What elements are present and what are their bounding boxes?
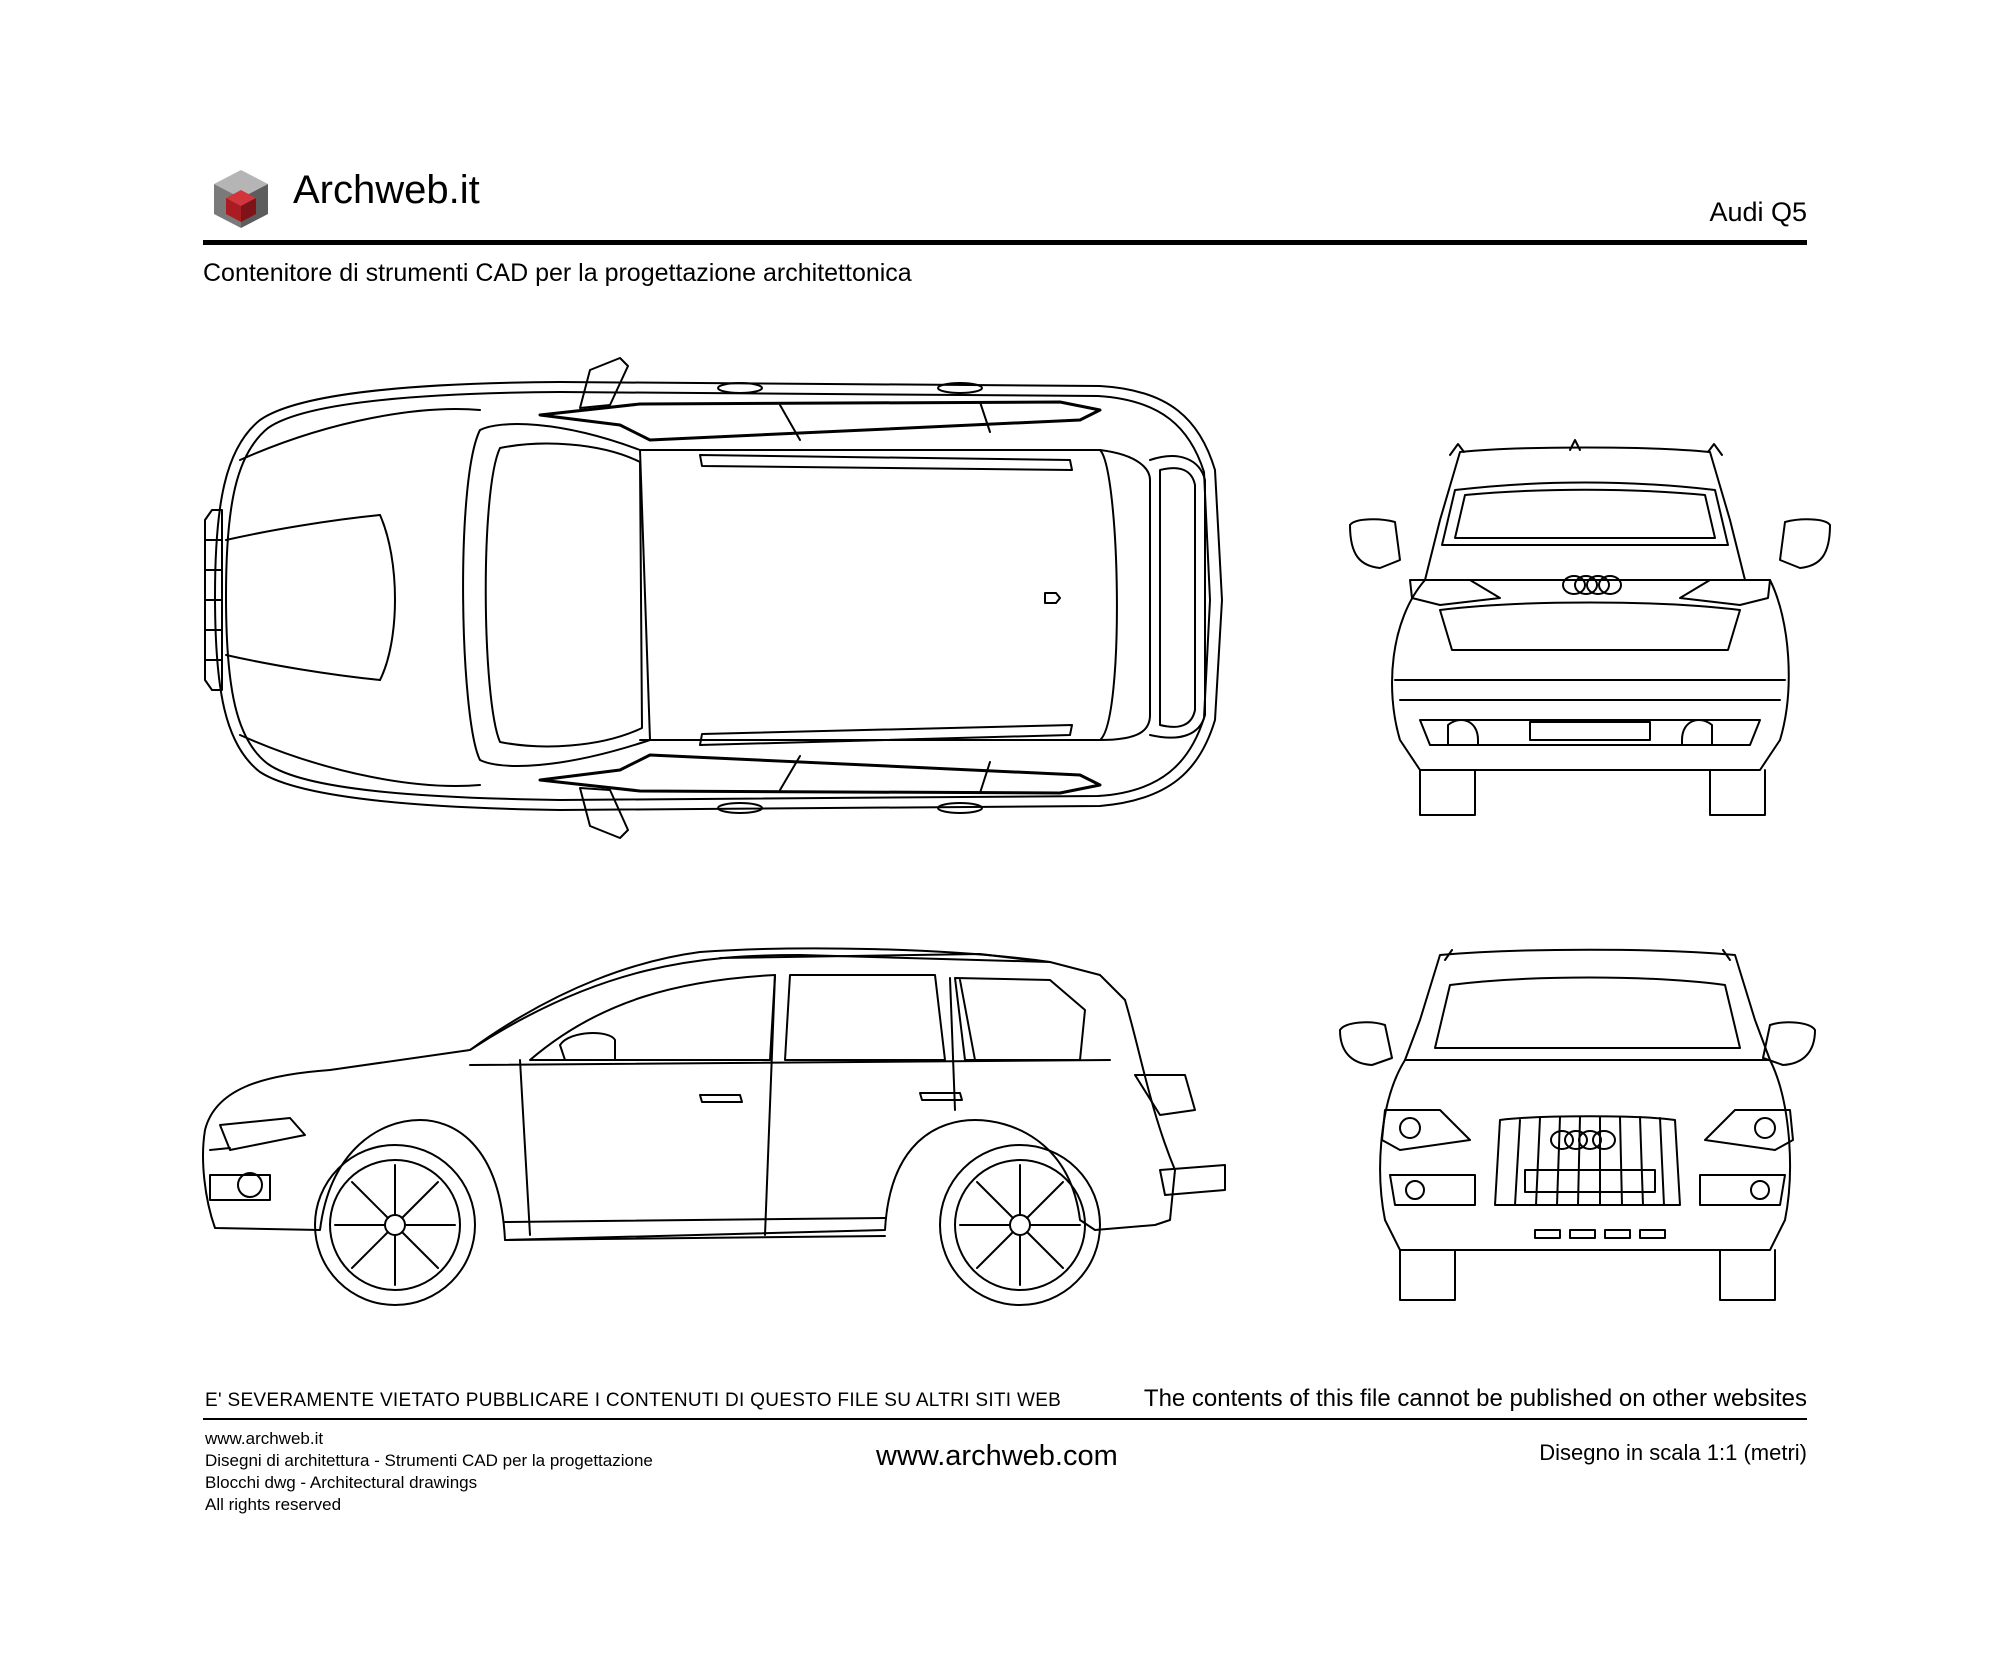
top-view <box>205 358 1222 838</box>
footer-credit-line: All rights reserved <box>205 1495 342 1514</box>
footer-url: www.archweb.com <box>876 1440 1118 1472</box>
footer-credit-line: Disegni di architettura - Strumenti CAD … <box>205 1451 653 1470</box>
footer-credit-line: www.archweb.it <box>205 1429 324 1448</box>
footer-credit-line: Blocchi dwg - Architectural drawings <box>205 1473 478 1492</box>
side-view <box>203 948 1225 1305</box>
warning-english: The contents of this file cannot be publ… <box>1143 1385 1807 1412</box>
footer-divider <box>203 1418 1807 1420</box>
header-divider <box>203 240 1807 245</box>
front-view <box>1340 950 1815 1300</box>
brand-name: Archweb.it <box>293 168 480 212</box>
rear-view <box>1350 440 1830 815</box>
footer-credits: www.archweb.it Disegni di architettura -… <box>205 1428 653 1516</box>
warning-italian: E' SEVERAMENTE VIETATO PUBBLICARE I CONT… <box>205 1390 1062 1411</box>
scale-note: Disegno in scala 1:1 (metri) <box>1539 1440 1807 1465</box>
cube-logo-icon <box>214 170 268 228</box>
sheet-title: Audi Q5 <box>1709 197 1807 227</box>
subtitle: Contenitore di strumenti CAD per la prog… <box>203 259 912 287</box>
